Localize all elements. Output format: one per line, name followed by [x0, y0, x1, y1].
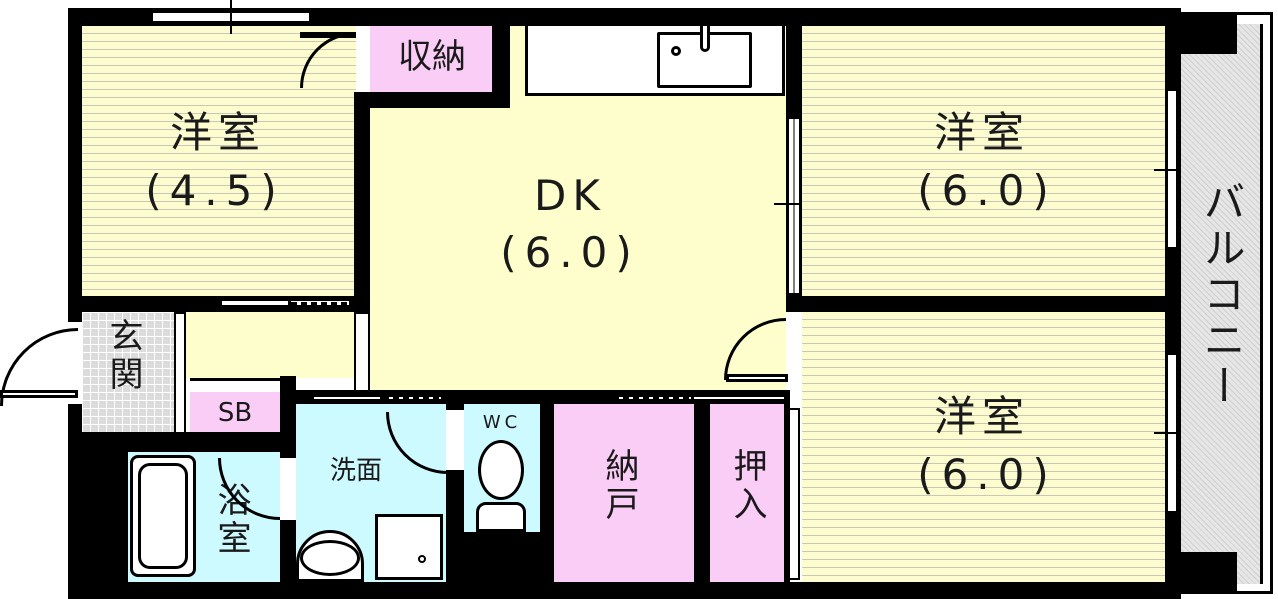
room-size: (6.0) — [500, 228, 640, 277]
room-label: 収納 — [398, 37, 466, 77]
room-label: 玄関 — [103, 318, 143, 394]
bath-door-gap[interactable] — [280, 458, 296, 520]
wash-basin-bowl — [300, 540, 360, 576]
balcony-post-top — [1181, 12, 1237, 54]
western-room-3 — [802, 312, 1165, 582]
outer-wall-bottom — [68, 582, 1178, 599]
storage-door-gap[interactable] — [356, 28, 370, 92]
toilet-bowl-icon — [478, 440, 524, 500]
toilet-tank-icon — [476, 502, 526, 532]
room-label: SB — [217, 398, 253, 428]
entrance-step — [174, 312, 186, 434]
wall-left-lower-block — [82, 432, 128, 582]
wall-oshiire-right — [784, 390, 790, 582]
room-label: DK — [534, 171, 606, 220]
room-label: 洗面 — [329, 456, 382, 486]
room-label: 納戸 — [599, 448, 639, 524]
sliding-door-w1[interactable] — [222, 298, 288, 308]
room-size: (4.5) — [145, 166, 285, 215]
wall-storage-right-2 — [492, 26, 510, 108]
outer-wall-top — [68, 8, 1178, 26]
storeroom — [554, 404, 694, 582]
sliding-door-washroom[interactable] — [314, 394, 380, 402]
room-size: (6.0) — [917, 450, 1057, 499]
room-label: 押入 — [727, 448, 767, 524]
oshiire-closet — [710, 404, 786, 582]
wall-wc-right — [540, 404, 554, 582]
wall-w2-bottom — [786, 296, 1166, 312]
bathtub-inner — [138, 463, 188, 569]
wall-entry-bottom — [82, 432, 292, 452]
window-w3-mullion — [1154, 432, 1190, 434]
faucet-icon — [700, 26, 710, 52]
outer-wall-left-upper — [68, 8, 82, 308]
room-size: (6.0) — [917, 166, 1057, 215]
sliding-door-washroom-2[interactable] — [380, 394, 444, 402]
hallway-divider — [354, 312, 370, 392]
western-room-2 — [802, 26, 1165, 296]
wall-storage-bottom-2 — [354, 92, 510, 108]
wall-storeroom-right — [694, 404, 710, 582]
entrance — [82, 312, 174, 434]
balcony — [1181, 24, 1263, 584]
washing-machine-drain — [418, 555, 426, 563]
sliding-door-dk-w2[interactable] — [786, 116, 802, 296]
window-w2-mullion — [1154, 169, 1190, 171]
shoe-box-doors[interactable] — [190, 378, 280, 392]
wc-door-gap[interactable] — [446, 410, 464, 470]
entrance-door-leaf — [0, 390, 78, 398]
room-label: 洋室 — [933, 392, 1030, 441]
sliding-door-storeroom-2[interactable] — [694, 394, 784, 402]
room-label: WC — [482, 412, 522, 433]
w3-door-leaf — [726, 374, 788, 382]
wall-wc-bottom — [464, 532, 554, 582]
window-w1-mullion — [230, 0, 232, 34]
sliding-door-w1-2[interactable] — [288, 298, 352, 308]
w3-door-gap[interactable] — [786, 318, 802, 382]
room-label: バルコニー — [1197, 180, 1246, 410]
wall-sb-right — [280, 376, 296, 452]
sink-drain-icon — [671, 46, 681, 56]
storage-door-leaf — [300, 32, 356, 38]
door-mullion — [774, 203, 814, 205]
storage-top-overlay — [370, 26, 492, 92]
shoe-box[interactable] — [190, 392, 280, 432]
room-label: 洋室 — [933, 108, 1030, 157]
wall-w1-right — [354, 92, 370, 307]
wall-dk-right — [786, 26, 802, 116]
hallway — [186, 312, 356, 378]
sliding-door-storeroom[interactable] — [610, 394, 694, 402]
balcony-post-bottom — [1181, 552, 1237, 594]
room-label: 洋室 — [169, 108, 266, 157]
washing-machine — [375, 514, 443, 580]
